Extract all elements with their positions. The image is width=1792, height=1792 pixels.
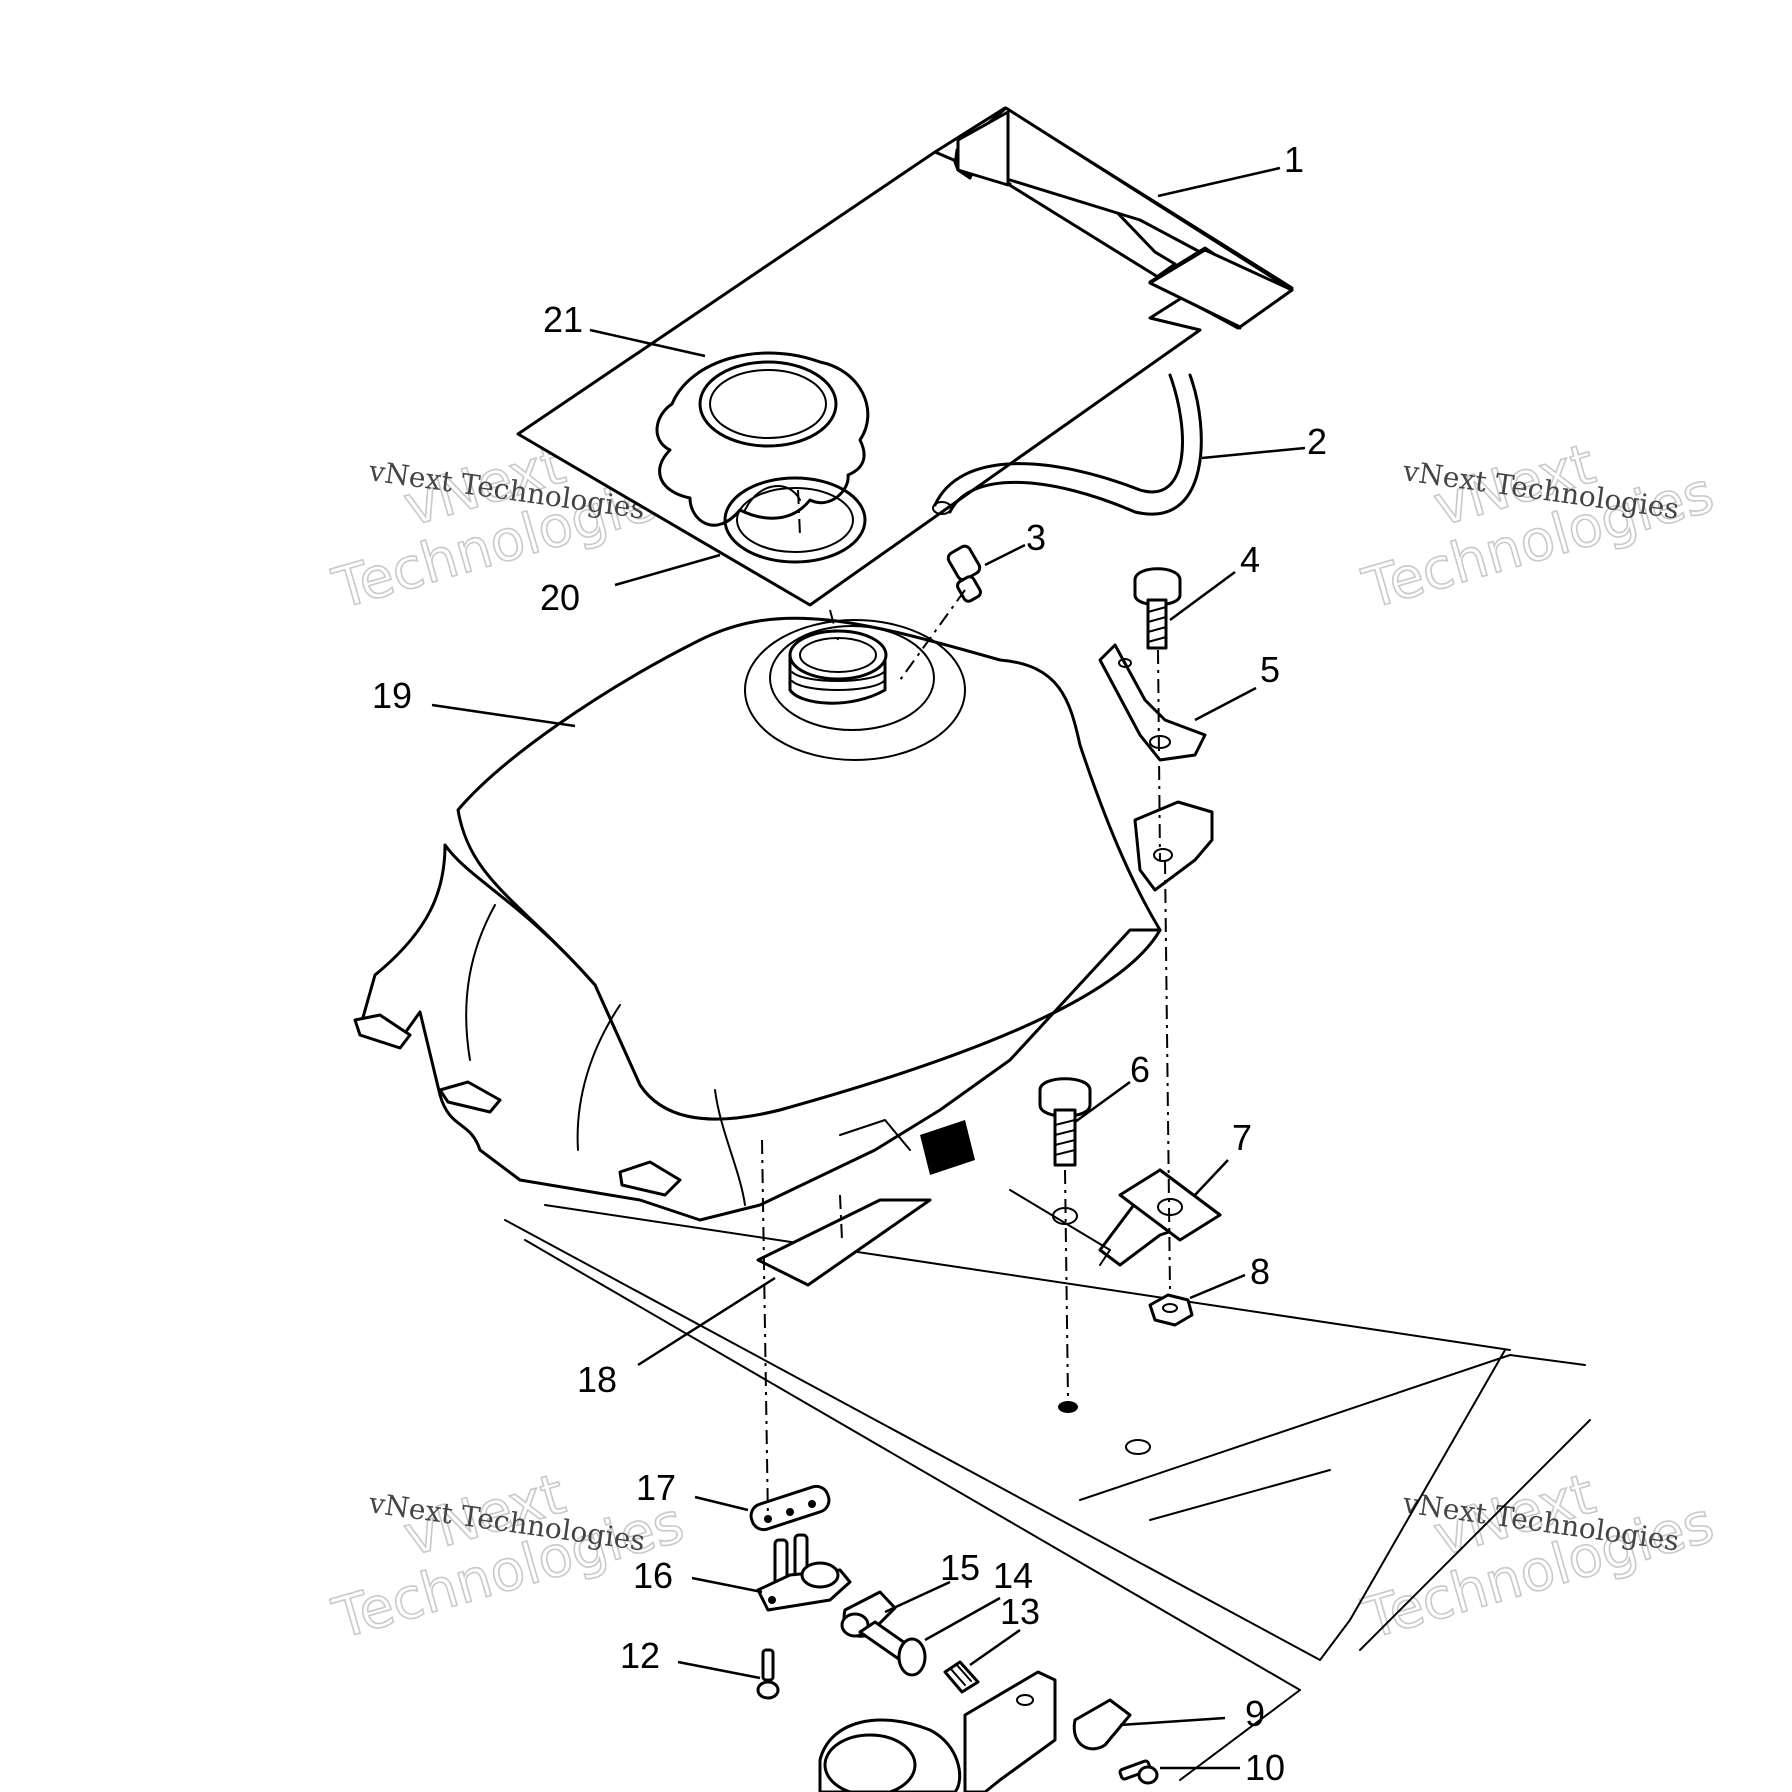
part-label-1: 1 [1284,139,1304,180]
part-12-screw [756,1648,780,1700]
part-19-fuel-tank [353,616,1214,1222]
part-8-nut [1148,1293,1194,1327]
part-21-fuel-cap [655,351,870,527]
part-lower-bracket [963,1670,1057,1792]
part-label-19: 19 [372,675,412,716]
part-3-fitting [946,544,982,603]
part-7-bracket [920,1120,1222,1267]
part-2-vent-hose [932,373,1203,516]
part-label-18: 18 [577,1359,617,1400]
part-label-20: 20 [540,577,580,618]
part-label-15: 15 [940,1547,980,1588]
part-20-gasket [723,476,867,564]
part-label-2: 2 [1307,421,1327,462]
part-label-14: 14 [993,1555,1033,1596]
part-label-4: 4 [1240,539,1260,580]
part-label-9: 9 [1245,1693,1265,1734]
part-label-13: 13 [1000,1591,1040,1632]
part-labels: 1 2 3 4 5 6 7 8 9 10 12 13 14 15 16 17 1… [372,139,1327,1788]
part-motor [818,1718,962,1792]
part-label-8: 8 [1250,1251,1270,1292]
part-label-17: 17 [636,1467,676,1508]
frame-chassis [504,1204,1591,1781]
part-17-plate [749,1484,831,1532]
part-16-fuel-valve [756,1533,852,1612]
part-label-3: 3 [1026,517,1046,558]
part-5-bracket [1098,643,1207,762]
part-18-pad [756,1198,932,1287]
leader-lines [431,166,1306,1770]
part-6-bolt [1038,1077,1092,1167]
part-label-5: 5 [1260,649,1280,690]
part-label-21: 21 [543,299,583,340]
part-label-10: 10 [1245,1747,1285,1788]
part-14-shaft [858,1620,927,1677]
centerlines [761,489,1171,1521]
part-label-16: 16 [633,1555,673,1596]
part-13-spring [943,1660,980,1694]
part-10-screw [1118,1759,1159,1785]
part-label-6: 6 [1130,1049,1150,1090]
part-label-7: 7 [1232,1117,1252,1158]
part-label-12: 12 [620,1635,660,1676]
part-4-bolt [1133,567,1182,650]
